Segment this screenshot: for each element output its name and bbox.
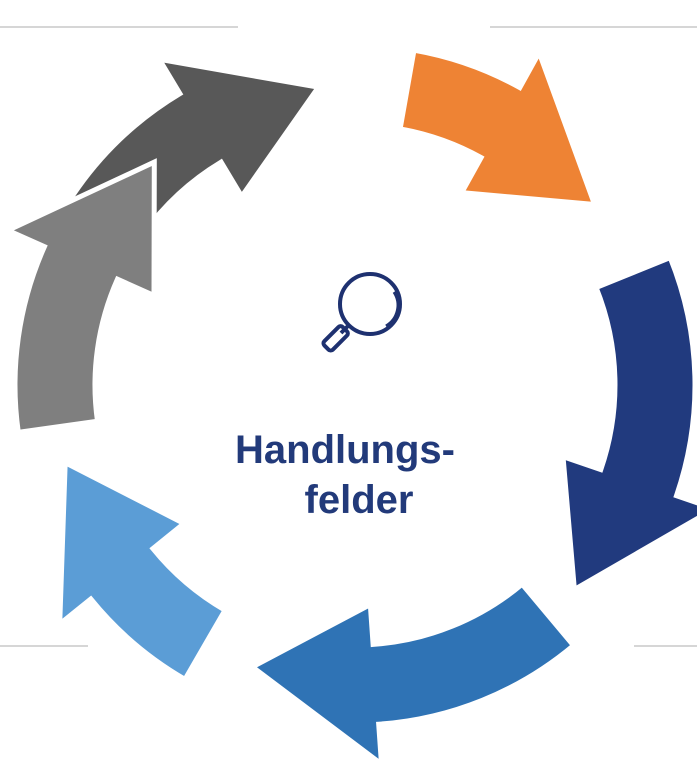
center-title: Handlungs- felder	[200, 425, 490, 525]
magnifier-glare	[385, 291, 400, 328]
arrow-bottom-blue	[247, 580, 578, 761]
magnifier-icon	[321, 272, 402, 353]
arrow-top-right-orange	[397, 46, 599, 208]
center-title-line-2: felder	[304, 478, 414, 522]
arrow-left-gray	[1, 158, 157, 436]
arrow-ring	[1, 46, 697, 761]
magnifier-handle	[321, 324, 350, 353]
arrow-bottom-left-light-blue	[57, 458, 229, 683]
center-title-line-1: Handlungs-	[235, 428, 455, 472]
magnifier-lens	[338, 272, 402, 336]
arrow-right-navy	[560, 254, 697, 594]
